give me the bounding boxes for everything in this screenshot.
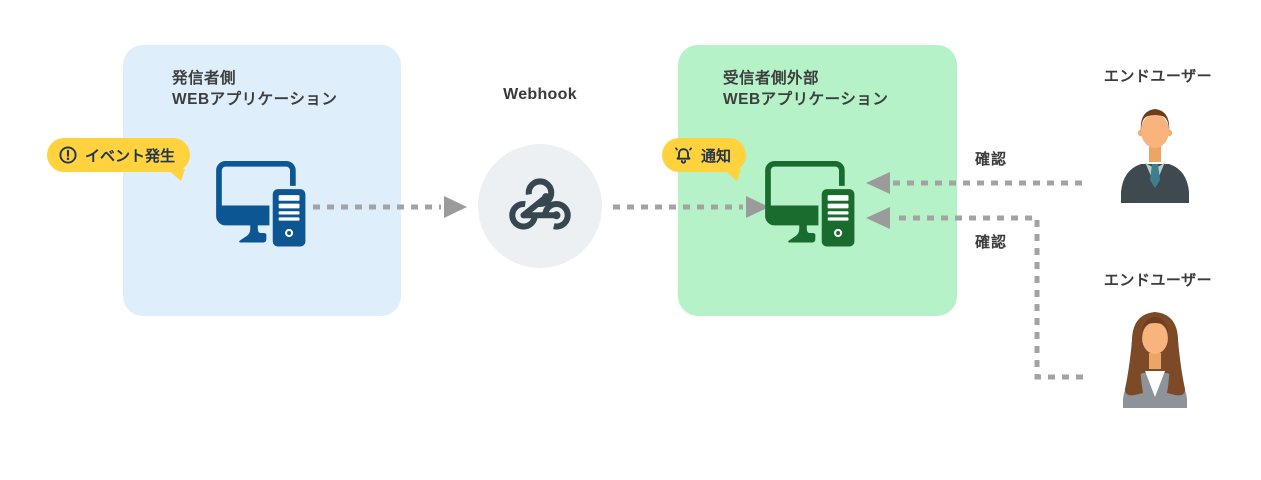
receiver-title-line1: 受信者側外部 xyxy=(723,70,820,87)
sender-title-line1: 発信者側 xyxy=(172,70,237,87)
sender-title-line2: WEBアプリケーション xyxy=(172,91,338,108)
end-user-1-avatar xyxy=(1117,104,1193,208)
receiver-title-line2: WEBアプリケーション xyxy=(723,91,889,108)
end-user-2-label: エンドユーザー xyxy=(1103,272,1213,289)
arrowhead xyxy=(444,196,467,218)
event-badge-label: イベント発生 xyxy=(85,147,176,165)
notification-badge: 通知 xyxy=(662,138,747,172)
confirm-label-2: 確認 xyxy=(975,234,1008,251)
end-user-1-label: エンドユーザー xyxy=(1103,68,1213,85)
confirm-label-1: 確認 xyxy=(975,151,1008,168)
webhook-label: Webhook xyxy=(503,86,577,103)
event-occurred-badge: イベント発生 xyxy=(47,138,191,172)
sender-app-title: 発信者側 WEBアプリケーション xyxy=(172,68,337,110)
receiver-app-title: 受信者側外部 WEBアプリケーション xyxy=(723,68,888,110)
end-user-2-avatar xyxy=(1117,309,1193,413)
sender-computer-icon xyxy=(216,161,311,256)
exclamation-circle-icon xyxy=(58,145,78,165)
receiver-computer-icon xyxy=(765,161,860,256)
webhook-icon xyxy=(501,170,579,243)
bell-icon xyxy=(673,145,694,165)
notification-badge-label: 通知 xyxy=(701,147,732,165)
webhook-hub xyxy=(478,144,602,268)
